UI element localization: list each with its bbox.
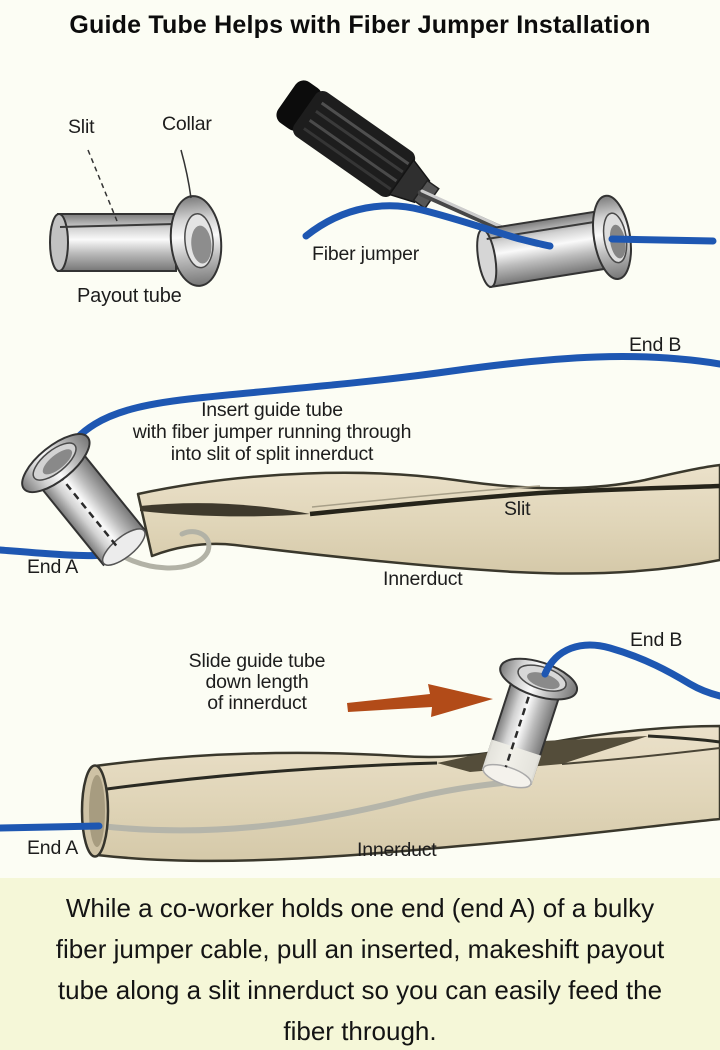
fiber-jumper-label: Fiber jumper [312,243,420,265]
collar-leader-line [180,149,192,199]
insert-instruction-line-1: Insert guide tube [201,399,343,421]
guide-tube-bottom-graphic [481,657,579,789]
caption-line-3: tube along a slit innerduct so you can e… [57,975,663,1005]
fiber-jumper-cable-exit [608,235,717,245]
slit-label: Slit [68,116,95,138]
innerduct-bottom-graphic [80,724,720,863]
caption-line-1: While a co-worker holds one end (end A) … [65,893,655,923]
slide-instruction-line-1: Slide guide tube [188,650,326,672]
collar-label: Collar [162,113,212,135]
figure-caption: While a co-worker holds one end (end A) … [0,878,720,1050]
slit-label-middle: Slit [504,498,531,520]
end-b-label-bottom: End B [630,629,683,651]
insert-instruction-line-3: into slit of split innerduct [170,443,374,465]
caption-line-4: fiber through. [283,1016,437,1046]
slide-instruction-line-3: of innerduct [207,692,307,714]
screwdriver-icon [276,80,553,254]
fiber-cable-end-b-bottom [541,641,720,700]
slit-leader-line [87,149,118,222]
innerduct-middle-graphic [136,463,720,575]
end-a-label-bottom: End A [27,837,79,859]
fiber-cable-end-b [64,353,720,456]
payout-tube-graphic [49,149,223,287]
fiber-inside-duct [97,780,505,834]
guide-tube-top-graphic [476,194,632,289]
innerduct-label-middle: Innerduct [383,568,463,590]
innerduct-label-bottom: Innerduct [357,839,437,861]
insert-instruction: Insert guide tube with fiber jumper runn… [82,399,462,465]
innerduct-slit-line [309,483,720,517]
slide-instruction: Slide guide tube down length of innerduc… [127,651,387,714]
slide-direction-arrow [347,684,493,717]
slide-instruction-line-2: down length [205,671,309,693]
end-a-label-middle: End A [27,556,79,578]
page-title: Guide Tube Helps with Fiber Jumper Insta… [69,11,651,39]
insert-instruction-line-2: with fiber jumper running through [132,421,412,443]
fiber-cable-end-a-bottom [0,822,103,832]
caption-line-2: fiber jumper cable, pull an inserted, ma… [55,934,665,964]
diagram-graphic [0,80,720,863]
fiber-loop [99,529,212,571]
payout-tube-label: Payout tube [77,285,182,307]
guide-tube-middle-graphic [21,433,147,567]
end-b-label-middle: End B [629,334,682,356]
fiber-jumper-cable [302,202,554,250]
